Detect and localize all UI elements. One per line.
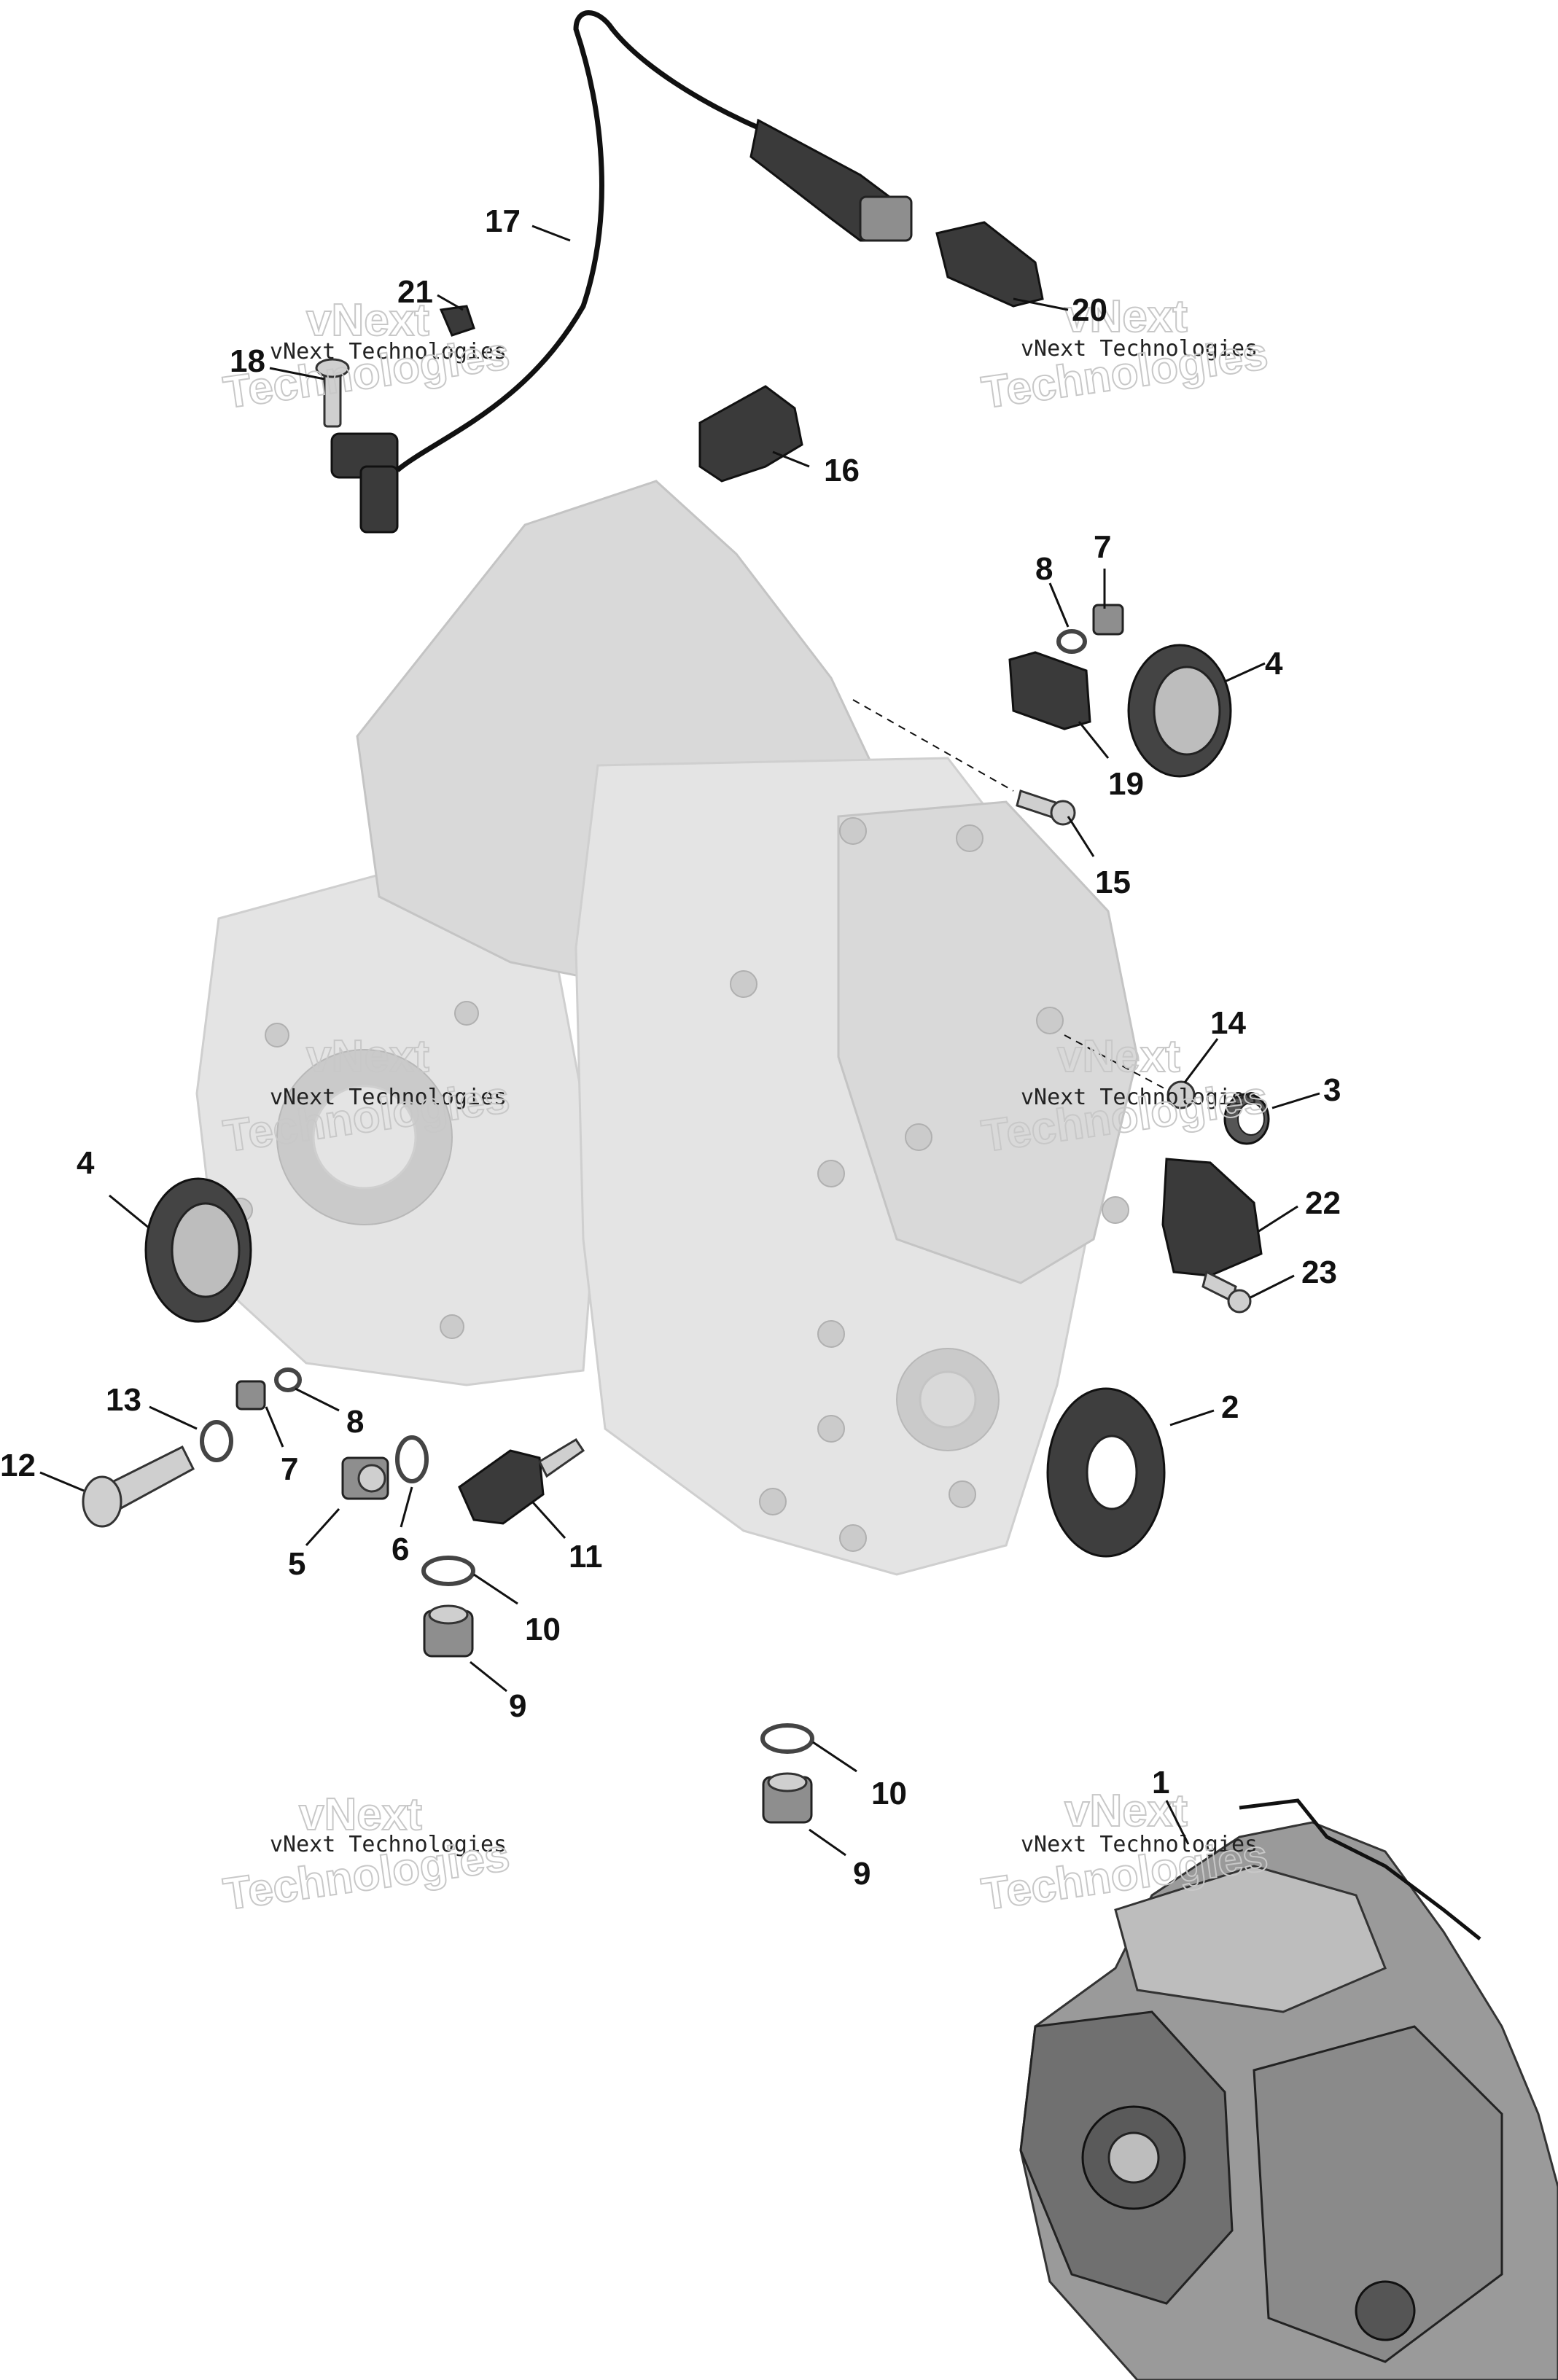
callout-6: 6 <box>392 1532 409 1567</box>
bolt-15 <box>1016 789 1076 826</box>
bolt-23 <box>1201 1270 1252 1314</box>
svg-text:vNext Technologies: vNext Technologies <box>270 339 507 364</box>
svg-text:vNext: vNext <box>1057 1031 1180 1082</box>
watermark-top-right: vNext vNext Technologies Technologies <box>978 291 1271 419</box>
screw-18 <box>315 358 350 428</box>
sensor-16 <box>698 385 803 483</box>
callout-7-top: 7 <box>1094 529 1111 565</box>
assembled-gearbox-1 <box>1019 1798 1558 2380</box>
svg-text:vNext Technologies: vNext Technologies <box>270 1085 507 1110</box>
sensor-harness-wire <box>330 10 913 534</box>
callout-22: 22 <box>1305 1185 1341 1221</box>
washer-8-left <box>274 1367 302 1392</box>
svg-text:vNext Technologies: vNext Technologies <box>1021 1085 1258 1110</box>
svg-text:vNext: vNext <box>306 295 429 346</box>
callout-12: 12 <box>0 1448 36 1483</box>
svg-text:vNext Technologies: vNext Technologies <box>270 1832 507 1857</box>
callout-2: 2 <box>1221 1389 1239 1425</box>
callout-numbers: 17 21 18 20 16 8 7 4 19 15 14 3 4 22 23 … <box>0 203 1341 1892</box>
svg-text:vNext Technologies: vNext Technologies <box>1021 1832 1258 1857</box>
svg-text:vNext: vNext <box>1064 1786 1188 1836</box>
svg-text:vNext: vNext <box>306 1031 429 1082</box>
callout-18: 18 <box>230 343 265 379</box>
washer-8-top <box>1056 629 1087 654</box>
washer-10-mid <box>421 1556 475 1586</box>
callout-11: 11 <box>569 1539 603 1575</box>
clip-21 <box>439 305 475 337</box>
washer-6 <box>395 1435 429 1483</box>
callout-20: 20 <box>1072 292 1107 328</box>
oil-seal-4-top <box>1127 644 1232 778</box>
callout-3: 3 <box>1323 1072 1341 1108</box>
callout-17: 17 <box>485 203 521 239</box>
bracket-19 <box>1008 651 1091 730</box>
callout-15: 15 <box>1095 865 1131 900</box>
svg-text:vNext: vNext <box>1064 292 1188 342</box>
washer-13 <box>200 1420 233 1462</box>
svg-text:vNext: vNext <box>299 1790 422 1840</box>
callout-8-left: 8 <box>346 1404 364 1440</box>
oil-seal-2 <box>1046 1387 1166 1558</box>
callout-9-mid: 9 <box>509 1688 526 1724</box>
callout-4-top: 4 <box>1265 646 1283 682</box>
callout-9-low: 9 <box>853 1856 870 1892</box>
bolt-12 <box>82 1445 195 1528</box>
washer-10-low <box>760 1723 814 1754</box>
callout-7-left: 7 <box>281 1451 298 1487</box>
callout-13: 13 <box>106 1382 141 1418</box>
callout-4-left: 4 <box>77 1145 95 1181</box>
callout-5: 5 <box>288 1546 305 1582</box>
temp-sensor-11 <box>458 1437 585 1525</box>
sensor-22 <box>1161 1158 1263 1277</box>
callout-21: 21 <box>397 274 433 310</box>
plug-7-left <box>235 1380 266 1411</box>
callout-19: 19 <box>1108 766 1144 802</box>
alignment-line-top <box>852 699 1014 792</box>
callout-1: 1 <box>1152 1765 1169 1800</box>
callout-14: 14 <box>1210 1005 1246 1041</box>
svg-text:vNext Technologies: vNext Technologies <box>1021 336 1258 362</box>
watermark-mid-right: vNext vNext Technologies Technologies <box>978 1031 1271 1163</box>
oil-seal-4-left <box>144 1177 252 1323</box>
callout-23: 23 <box>1301 1255 1337 1290</box>
dowel-14 <box>1166 1080 1196 1109</box>
watermark-low-right: vNext vNext Technologies Technologies <box>978 1785 1271 1921</box>
drain-plug-5 <box>341 1456 389 1500</box>
leader-lines <box>39 225 1320 1857</box>
watermark-low-left: vNext vNext Technologies Technologies <box>219 1789 513 1921</box>
plug-7-top <box>1092 604 1124 636</box>
mating-connector-20 <box>935 221 1044 308</box>
callout-16: 16 <box>824 453 860 488</box>
gearbox-housing <box>195 480 1139 1576</box>
callout-8-top: 8 <box>1035 551 1053 587</box>
plug-9-low <box>762 1772 813 1824</box>
callout-10-mid: 10 <box>525 1612 561 1647</box>
ring-3 <box>1223 1093 1270 1145</box>
plug-9-mid <box>423 1604 474 1658</box>
callout-10-low: 10 <box>871 1776 907 1811</box>
